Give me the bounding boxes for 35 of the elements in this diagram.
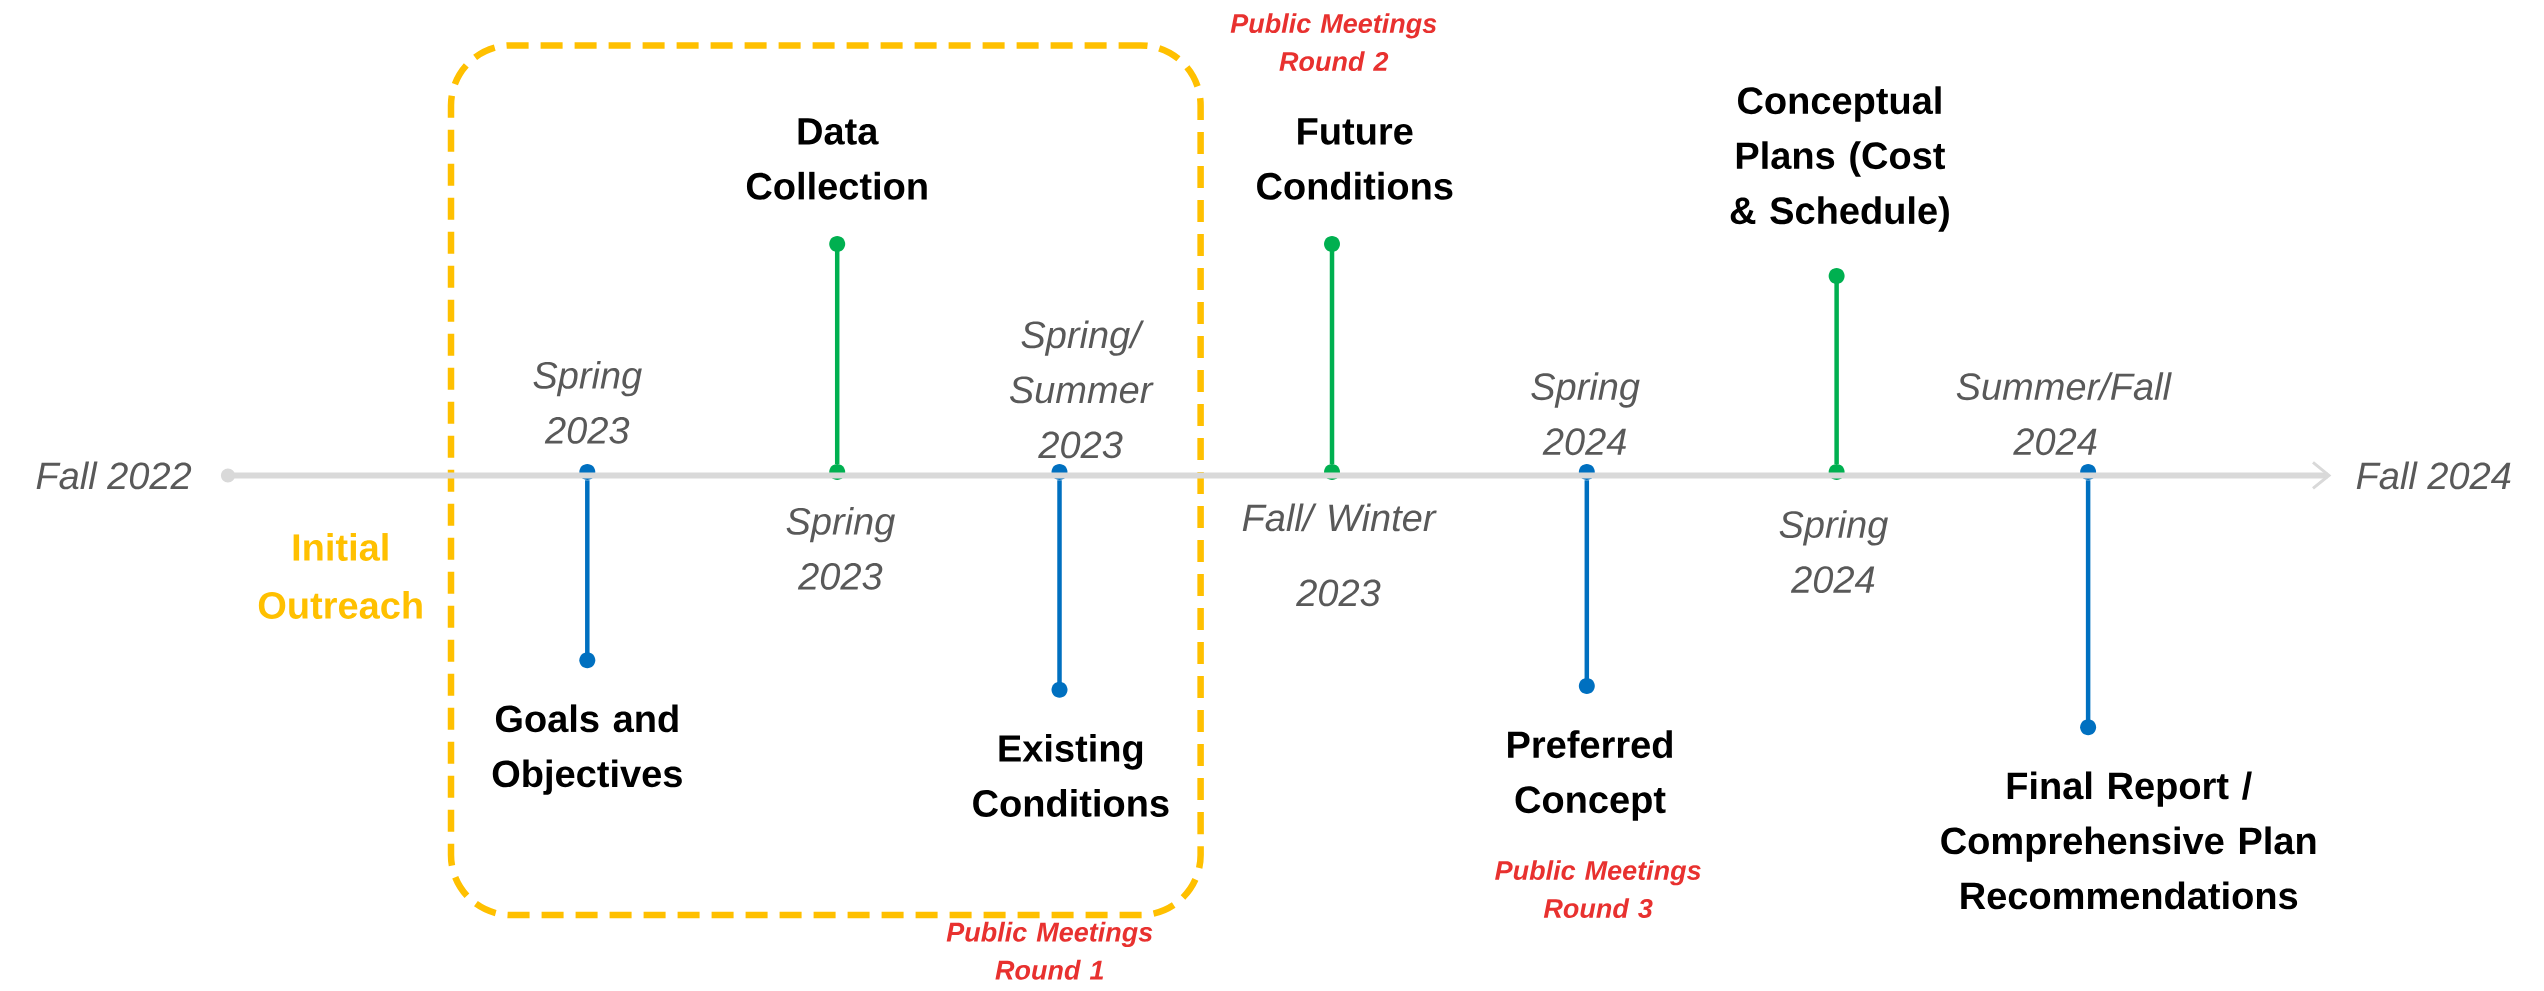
timeline-dot [1828,464,1845,481]
date-label: Summer/Fall 2024 [1956,372,2172,456]
meeting-note: Public Meetings Round 1 [946,921,1153,980]
timeline-end-label: Fall 2022 [36,461,192,490]
timeline-stem [1324,235,1340,464]
date-label: Fall/ Winter 2023 [1242,503,1437,607]
milestone-title: Future Conditions [1257,118,1453,200]
meeting-note: Public Meetings Round 2 [1230,13,1437,72]
timeline-stem [1578,480,1595,695]
timeline-stem [1828,267,1845,464]
timeline-dot [1051,464,1068,481]
milestone-title: Preferred Concept [1508,730,1672,821]
date-label: Spring 2023 [533,360,642,444]
timeline-dot [579,464,596,481]
milestone-title: Data Collection [746,118,927,200]
timeline-dot [829,464,846,481]
timeline-end-label: Fall 2024 [2356,461,2511,490]
phase-label: Initial Outreach [258,533,422,619]
timeline-stem [1051,480,1068,698]
meeting-note: Public Meetings Round 3 [1495,860,1701,918]
timeline-stem [829,235,846,464]
timeline-stem [2080,480,2097,736]
timeline-arrow [220,461,2332,490]
milestone-title: Conceptual Plans (Cost & Schedule) [1730,86,1949,232]
timeline-dot [1578,464,1595,481]
date-label: Spring 2024 [1779,510,1888,594]
date-label: Spring 2024 [1531,372,1640,456]
milestone-title: Existing Conditions [973,734,1169,817]
milestone-title: Final Report / Comprehensive Plan Recommendations [1941,771,2316,910]
timeline-dot [2080,464,2097,481]
milestone-title: Goals and Objectives [492,704,682,795]
timeline-stem [579,480,596,669]
date-label: Spring 2023 [786,506,895,590]
timeline-dot [1324,464,1340,481]
date-label: Spring/ Summer 2023 [1009,320,1154,459]
